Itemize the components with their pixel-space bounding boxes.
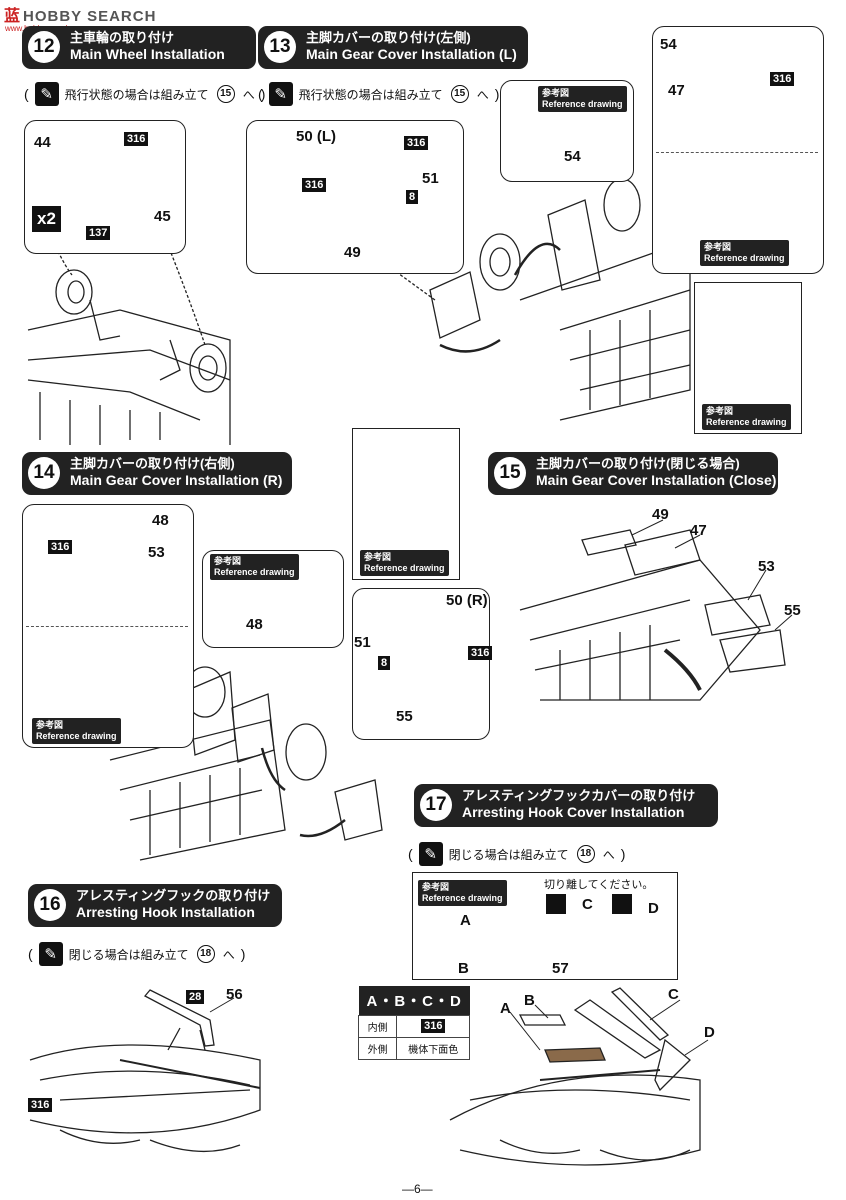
color-316-tag: 316	[302, 178, 327, 193]
step-13-header: 13 主脚カバーの取り付け(左側) Main Gear Cover Instal…	[258, 26, 528, 69]
part-48-label: 48	[152, 512, 169, 529]
step-title-jp: 主脚カバーの取り付け(左側)	[306, 30, 471, 45]
paint-brush-icon: ✎	[38, 942, 63, 966]
step-12-header: 12 主車輪の取り付け Main Wheel Installation	[22, 26, 256, 69]
part-55-label: 55	[784, 602, 801, 619]
cut-instruction: 切り離してください。	[544, 879, 654, 891]
color-8-tag: 8	[378, 656, 391, 671]
color-316-tag: 316	[48, 540, 73, 555]
part-51-label: 51	[354, 634, 371, 651]
color-table-row-label: 内側	[357, 1015, 398, 1038]
part-B-label: B	[458, 960, 469, 977]
step-title-en: Main Gear Cover Installation (Close)	[536, 472, 777, 489]
step-14-header: 14 主脚カバーの取り付け(右側) Main Gear Cover Instal…	[22, 452, 292, 495]
paint-brush-icon: ✎	[34, 82, 59, 106]
part-57-label: 57	[552, 960, 569, 977]
color-8-tag: 8	[406, 190, 419, 205]
color-316-tag: 316	[468, 646, 493, 661]
step-title-en: Main Gear Cover Installation (R)	[70, 472, 283, 489]
step-title-jp: アレスティングフックの取り付け	[76, 888, 271, 903]
step-15-header: 15 主脚カバーの取り付け(閉じる場合) Main Gear Cover Ins…	[488, 452, 778, 495]
step-title-en: Main Wheel Installation	[70, 46, 225, 63]
color-316-tag: 316	[28, 1098, 53, 1113]
part-48-label: 48	[246, 616, 263, 633]
color-316-tag: 316	[124, 132, 149, 147]
step-17-header: 17 アレスティングフックカバーの取り付け Arresting Hook Cov…	[414, 784, 718, 827]
part-53-label: 53	[758, 558, 775, 575]
color-table: A・B・C・D 内側 316 外側 機体下面色	[357, 986, 471, 1060]
part-A-label: A	[500, 1000, 511, 1017]
part-56-label: 56	[226, 986, 243, 1003]
step-title-en: Main Gear Cover Installation (L)	[306, 46, 517, 63]
part-50R-label: 50 (R)	[446, 592, 488, 609]
step-title-jp: 主脚カバーの取り付け(右側)	[70, 456, 235, 471]
step-16-header: 16 アレスティングフックの取り付け Arresting Hook Instal…	[28, 884, 282, 927]
part-55-label: 55	[396, 708, 413, 725]
part-47-label: 47	[668, 82, 685, 99]
color-table-row-value: 機体下面色	[396, 1037, 471, 1060]
divider-dashed	[656, 152, 818, 153]
part-D-label: D	[704, 1024, 715, 1041]
step-title-jp: 主車輪の取り付け	[70, 30, 175, 45]
cut-mark-icon	[546, 894, 566, 914]
color-28-tag: 28	[186, 990, 205, 1005]
step-14-detail-panel	[352, 588, 490, 740]
part-A-label: A	[460, 912, 471, 929]
step-number: 15	[494, 457, 526, 490]
step16-hook-art	[29, 989, 261, 1153]
step-number: 12	[28, 31, 60, 64]
part-B-label: B	[524, 992, 535, 1009]
step-number: 14	[28, 457, 60, 490]
quantity-x2-badge: x2	[32, 206, 61, 232]
step-number: 13	[264, 31, 296, 64]
part-C-label: C	[668, 986, 679, 1003]
part-49-label: 49	[652, 506, 669, 523]
color-table-row-label: 外側	[357, 1037, 398, 1060]
color-316-tag: 316	[421, 1019, 446, 1034]
color-316-tag: 316	[770, 72, 795, 87]
cover-plate-panel	[652, 26, 824, 274]
part-44-label: 44	[34, 134, 51, 151]
part-49-label: 49	[344, 244, 361, 261]
part-D-label: D	[648, 900, 659, 917]
color-316-tag: 316	[404, 136, 429, 151]
step-title-en: Arresting Hook Installation	[76, 904, 255, 921]
part-54-label: 54	[564, 148, 581, 165]
part-47-label: 47	[690, 522, 707, 539]
divider-dashed	[26, 626, 188, 627]
part-45-label: 45	[154, 208, 171, 225]
color-table-header: A・B・C・D	[358, 986, 470, 1016]
part-51-label: 51	[422, 170, 439, 187]
color-137-tag: 137	[86, 226, 111, 241]
paint-brush-icon: ✎	[268, 82, 293, 106]
step-title-en: Arresting Hook Cover Installation	[462, 804, 685, 821]
step-title-jp: アレスティングフックカバーの取り付け	[462, 788, 696, 803]
part-54-label: 54	[660, 36, 677, 53]
part-50L-label: 50 (L)	[296, 128, 337, 145]
part-C-label: C	[582, 896, 593, 913]
step15-fuselage-art	[519, 529, 786, 701]
paint-brush-icon: ✎	[418, 842, 443, 866]
cut-mark-icon	[612, 894, 632, 914]
step-title-jp: 主脚カバーの取り付け(閉じる場合)	[536, 456, 740, 471]
part-53-label: 53	[148, 544, 165, 561]
step-number: 17	[420, 789, 452, 822]
step-number: 16	[34, 889, 66, 922]
page-number: —6—	[402, 1182, 433, 1196]
step17-hook-art	[449, 987, 701, 1166]
